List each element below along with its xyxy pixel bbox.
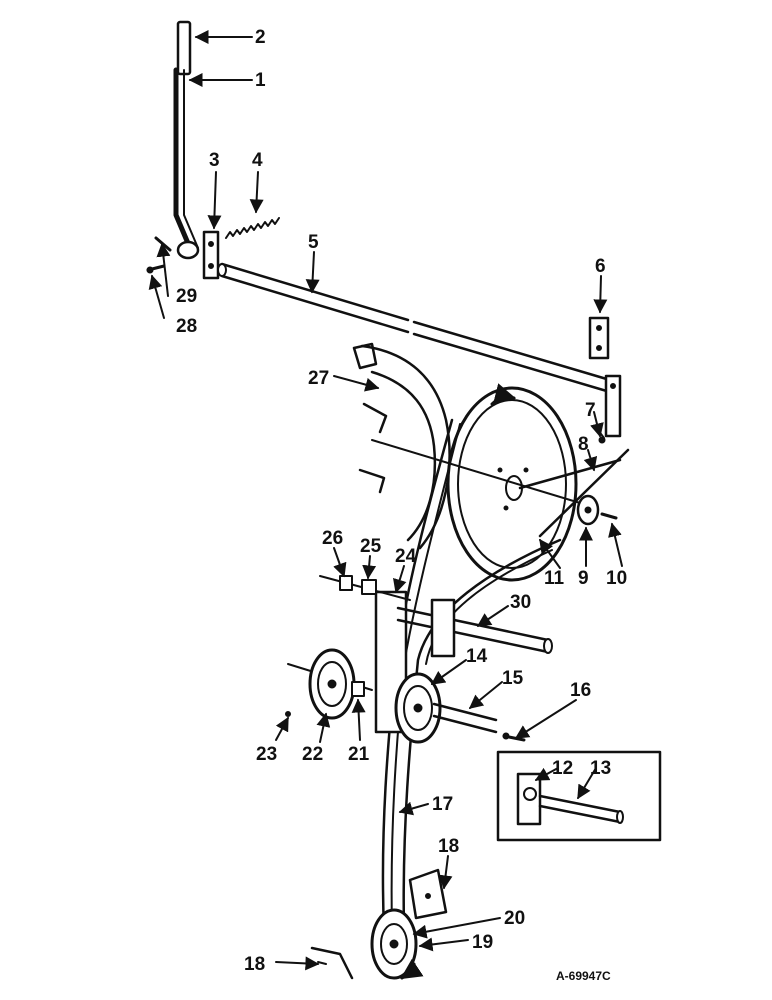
callout-29: 29 [176,286,197,307]
countershaft-frame [319,575,553,734]
callout-3: 3 [209,150,220,171]
tension-spring [225,217,280,239]
callout-22: 22 [302,744,323,765]
callout-10: 10 [606,568,627,589]
callout-7: 7 [585,400,596,421]
callout-21: 21 [348,744,370,765]
callout-27: 27 [308,368,329,389]
pulley-22 [285,648,373,720]
lever-handle [173,20,200,260]
cross-shaft [217,262,612,394]
lever-bracket [202,230,220,280]
callout-2: 2 [255,27,266,48]
callout-26: 26 [322,528,343,549]
callout-8: 8 [578,434,589,455]
callout-6: 6 [595,256,606,277]
callout-25: 25 [360,536,382,557]
callout-23: 23 [256,744,277,765]
callout-9: 9 [578,568,589,589]
callout-20: 20 [504,908,525,929]
callout-5: 5 [308,232,319,253]
inset-detail [496,750,662,842]
callout-24: 24 [395,546,417,567]
callout-28: 28 [176,316,197,337]
pulley-14 [394,672,526,744]
belt-guard [352,342,451,550]
leader-lines [148,30,623,971]
bottom-bracket [408,868,448,920]
bottom-pulley [370,908,424,980]
shaft-plate [588,316,622,438]
callout-4: 4 [252,150,263,171]
callout-14: 14 [466,646,488,667]
callout-11: 11 [544,568,565,589]
callout-17: 17 [432,794,453,815]
callout-19: 19 [472,932,493,953]
callout-1: 1 [255,70,266,91]
pulley-shaft-assembly [371,429,630,538]
callout-30: 30 [510,592,531,613]
callout-13: 13 [590,758,611,779]
callout-labels: 1 2 3 4 5 6 7 8 9 10 11 12 13 14 15 16 1… [176,27,627,975]
drawing-reference: A-69947C [556,969,611,983]
callout-16: 16 [570,680,591,701]
callout-15: 15 [502,668,524,689]
large-pulley [446,383,578,582]
callout-12: 12 [552,758,573,779]
callout-18-left: 18 [244,954,265,975]
callout-18-right: 18 [438,836,459,857]
pin-parts [146,236,172,274]
